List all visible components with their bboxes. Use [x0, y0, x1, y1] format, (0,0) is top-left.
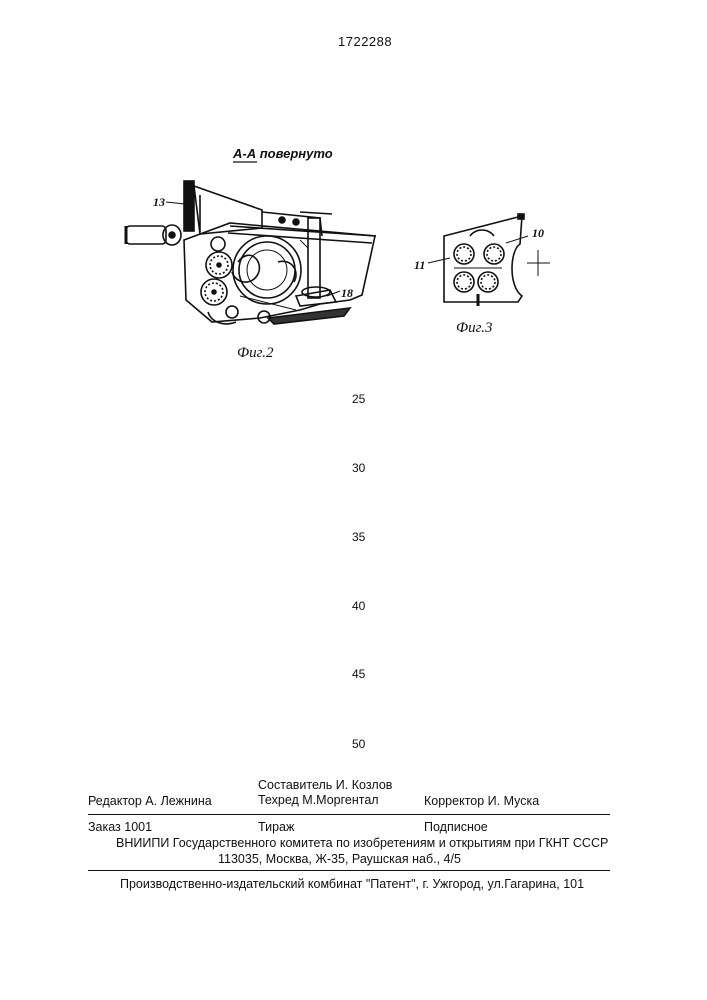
line-number: 35	[352, 530, 365, 544]
line-number: 50	[352, 737, 365, 751]
imprint-subscription: Подписное	[424, 820, 488, 834]
callout-11: 11	[414, 258, 425, 273]
imprint-divider-bottom	[88, 870, 610, 871]
line-number: 25	[352, 392, 365, 406]
imprint-compiler: Составитель И. Козлов	[258, 778, 392, 792]
imprint-order: Заказ 1001	[88, 820, 152, 834]
callout-10: 10	[532, 226, 544, 241]
line-number: 30	[352, 461, 365, 475]
line-number: 40	[352, 599, 365, 613]
imprint-circulation: Тираж	[258, 820, 294, 834]
imprint-publisher: Производственно-издательский комбинат "П…	[120, 877, 584, 891]
imprint-address: 113035, Москва, Ж-35, Раушская наб., 4/5	[218, 852, 461, 866]
line-number: 45	[352, 667, 365, 681]
imprint-institute: ВНИИПИ Государственного комитета по изоб…	[116, 836, 608, 850]
imprint-techred: Техред М.Моргентал	[258, 793, 379, 807]
imprint-editor: Редактор А. Лежнина	[88, 794, 212, 808]
imprint-divider-top	[88, 814, 610, 815]
figure-3-caption: Фиг.3	[456, 320, 492, 337]
imprint-corrector: Корректор И. Муска	[424, 794, 539, 808]
